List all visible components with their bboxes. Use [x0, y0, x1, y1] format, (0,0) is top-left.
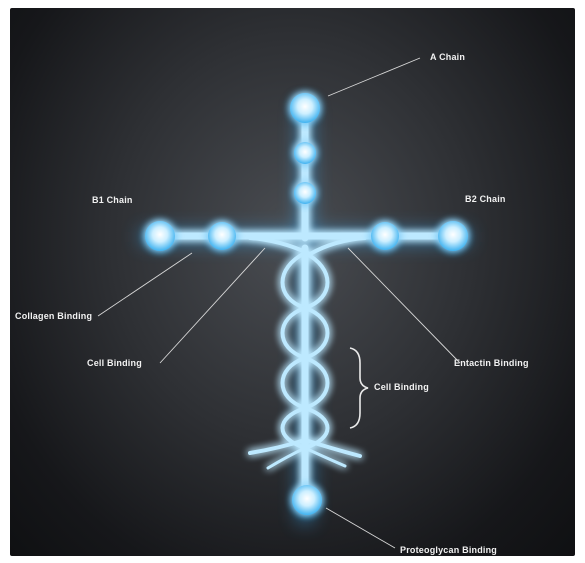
a-chain-node-3 [294, 182, 316, 204]
label-entactin-binding: Entactin Binding [454, 358, 529, 368]
leader-collagen-binding [98, 253, 192, 316]
label-a-chain: A Chain [430, 52, 465, 62]
label-cell-binding-left: Cell Binding [87, 358, 142, 368]
a-chain-node-2 [294, 142, 316, 164]
label-proteoglycan-binding: Proteoglycan Binding [400, 545, 497, 555]
laminin-diagram: A Chain B1 Chain B2 Chain Collagen Bindi… [10, 8, 575, 556]
b2-chain-node-2 [438, 221, 468, 251]
b2-chain-node-1 [371, 222, 399, 250]
label-cell-binding-right: Cell Binding [374, 382, 429, 392]
leader-proteoglycan-binding [326, 508, 395, 548]
leader-cell-binding-left [160, 248, 265, 363]
label-b2-chain: B2 Chain [465, 194, 506, 204]
leader-entactin-binding [348, 248, 460, 363]
leader-a-chain [328, 58, 420, 96]
leader-lines [98, 58, 460, 548]
label-b1-chain: B1 Chain [92, 195, 133, 205]
b1-chain-node-1 [145, 221, 175, 251]
cell-binding-brace [350, 348, 368, 428]
laminin-structure-graphic [10, 8, 575, 556]
b1-chain-node-2 [208, 222, 236, 250]
label-collagen-binding: Collagen Binding [15, 311, 92, 321]
proteoglycan-node [292, 485, 322, 515]
a-chain-node-1 [290, 93, 320, 123]
